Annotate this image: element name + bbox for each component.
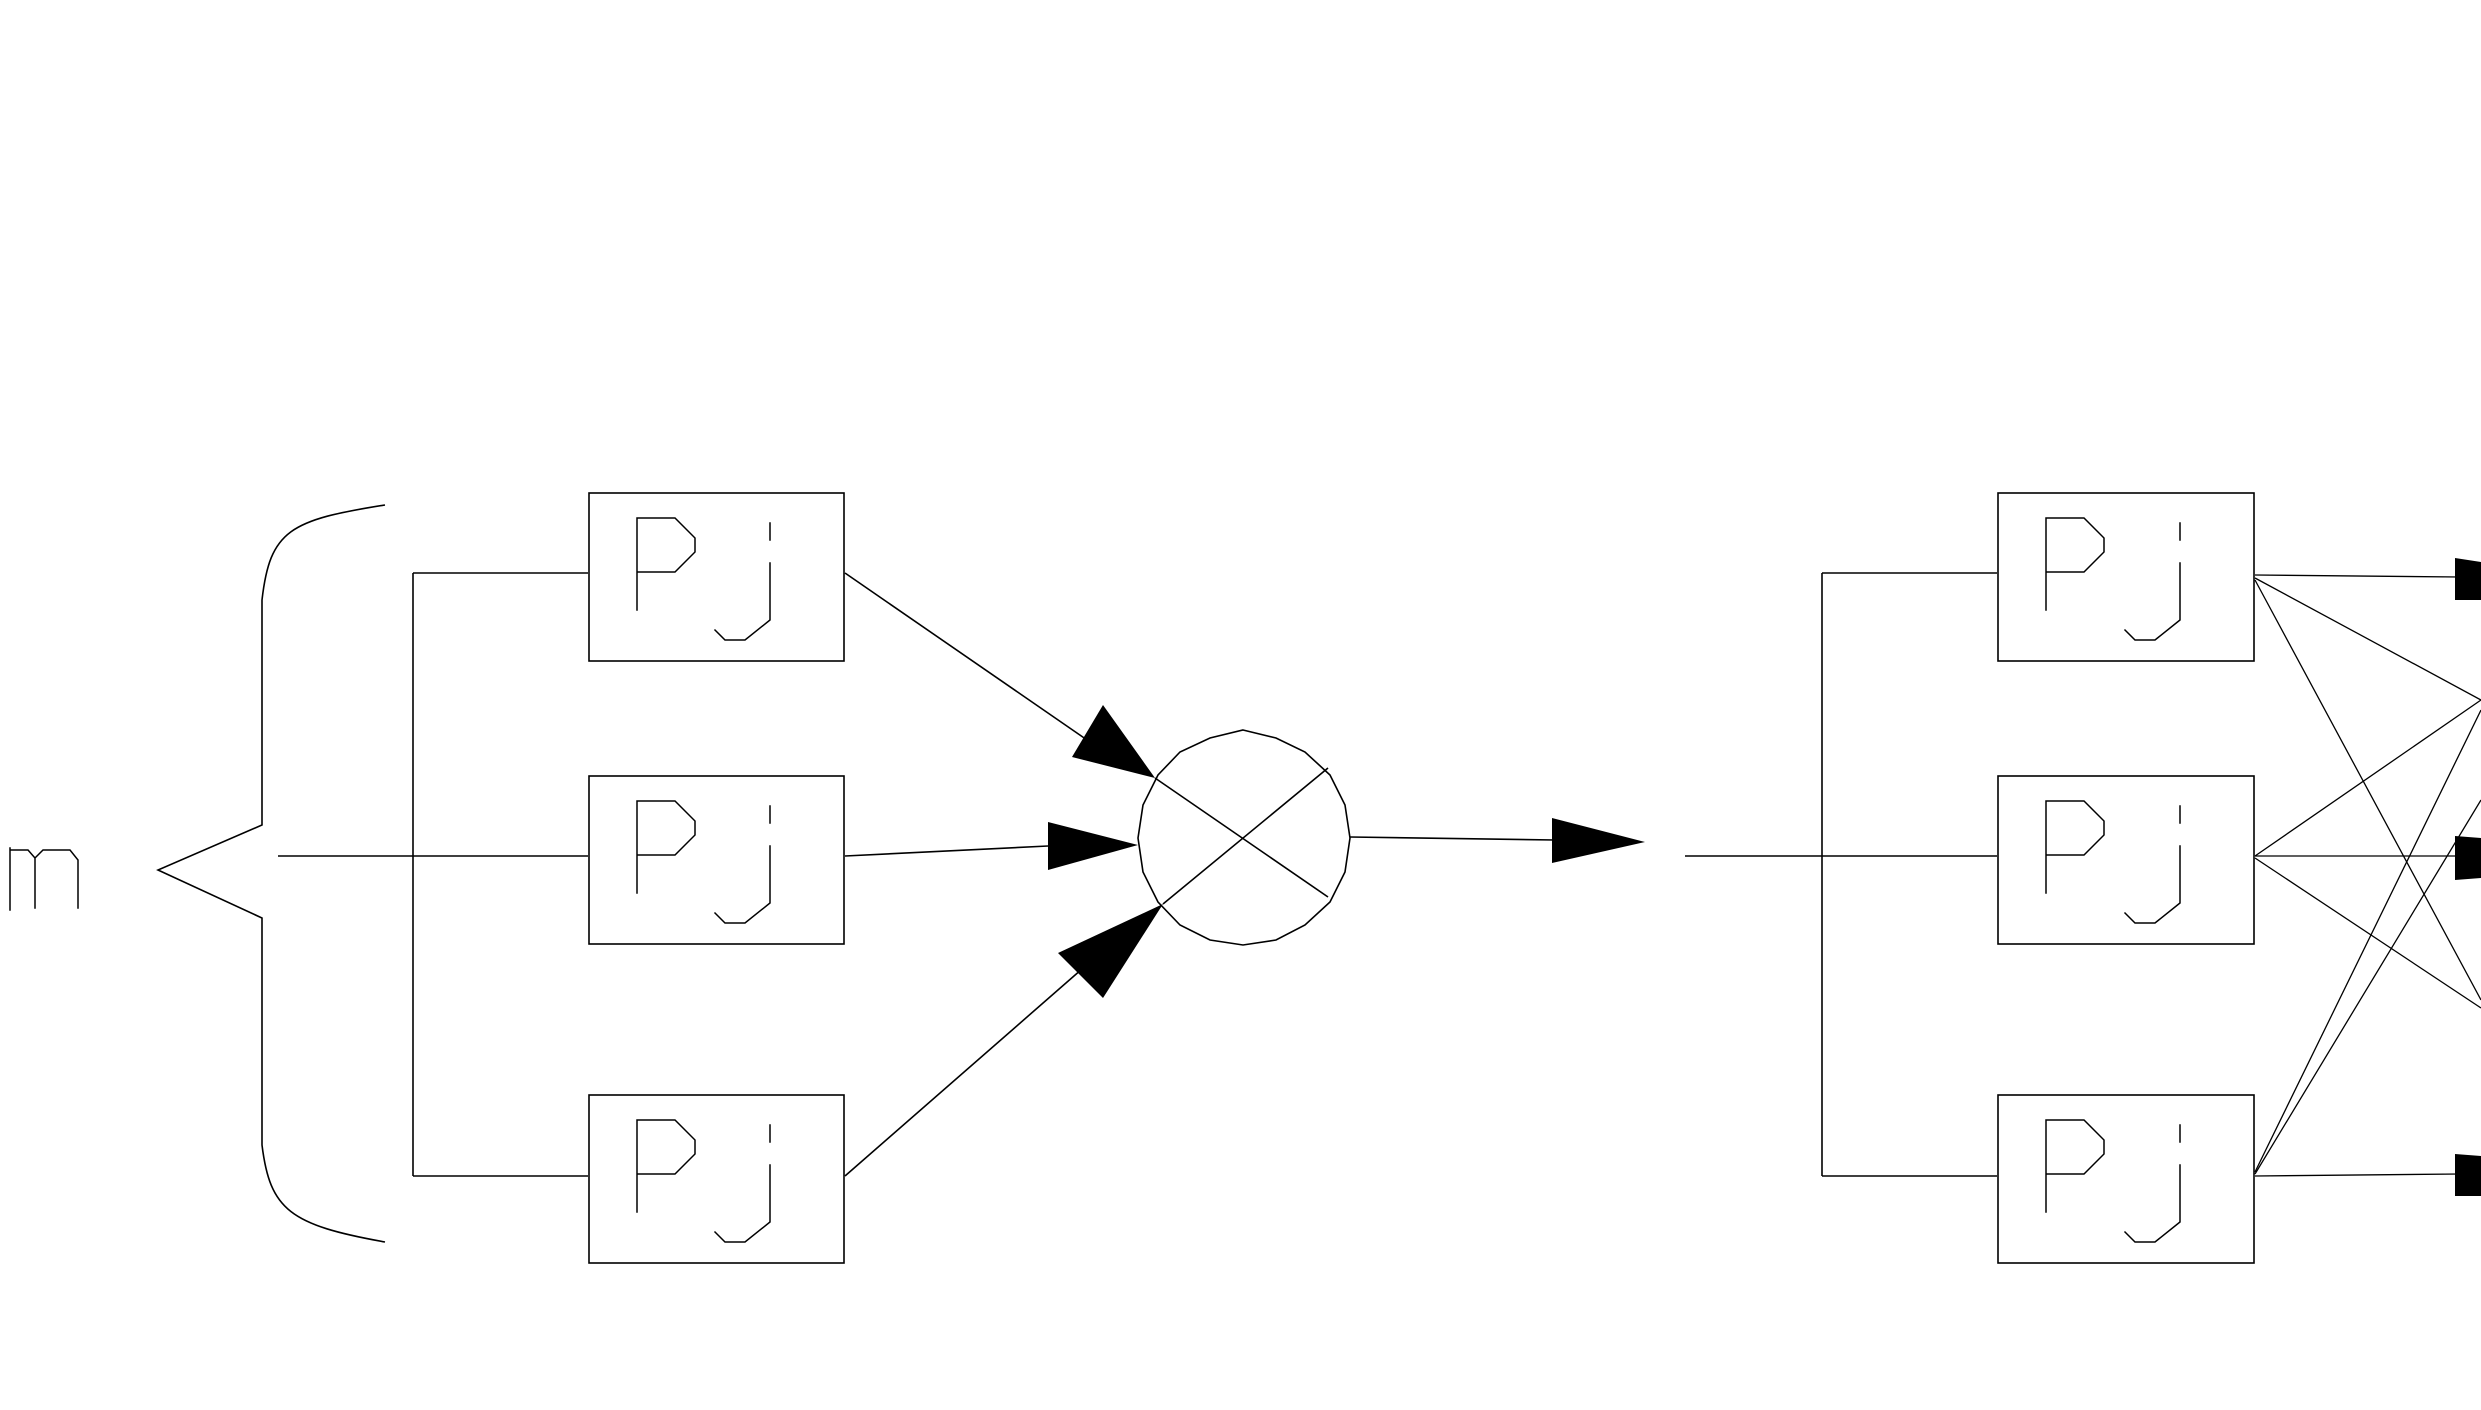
multiplier-circle (1137, 729, 1351, 946)
svg-text:Pj: Pj (600, 842, 602, 844)
arrow-line-mid (844, 845, 1049, 857)
svg-text:Pj: Pj (600, 559, 602, 561)
arrowhead-bottom (1058, 904, 1163, 998)
output-arrowhead (1552, 818, 1645, 863)
pj-block-left-1: Pj (588, 492, 845, 662)
arrowhead-top (1072, 705, 1155, 778)
pj-block-left-2: Pj (588, 775, 845, 945)
left-group: Pj Pj Pj (278, 492, 1645, 1264)
pj-block-left-3: Pj (588, 1094, 845, 1264)
right-arrowhead-bottom (2455, 1154, 2481, 1196)
output-line (1349, 836, 1556, 841)
right-arrowhead-mid (2455, 836, 2481, 880)
pj-block-right-2: Pj (1997, 775, 2255, 945)
pj-block-right-3: Pj (1997, 1094, 2255, 1264)
svg-text:Pj: Pj (2010, 1161, 2012, 1163)
right-group: Pj Pj Pj (1685, 492, 2481, 1264)
left-brace (156, 504, 386, 1243)
svg-text:Pj: Pj (2010, 842, 2012, 844)
input-label-m: m (9, 847, 79, 911)
svg-text:Pj: Pj (600, 1161, 602, 1163)
arrowhead-mid (1048, 822, 1138, 870)
svg-text:Pj: Pj (2010, 559, 2012, 561)
arrow-line-bottom (844, 961, 1091, 1177)
arrow-line-top (844, 572, 1091, 743)
pj-block-right-1: Pj (1997, 492, 2255, 662)
right-arrowhead-top (2455, 558, 2481, 600)
fan-out-lines (2254, 574, 2481, 1177)
